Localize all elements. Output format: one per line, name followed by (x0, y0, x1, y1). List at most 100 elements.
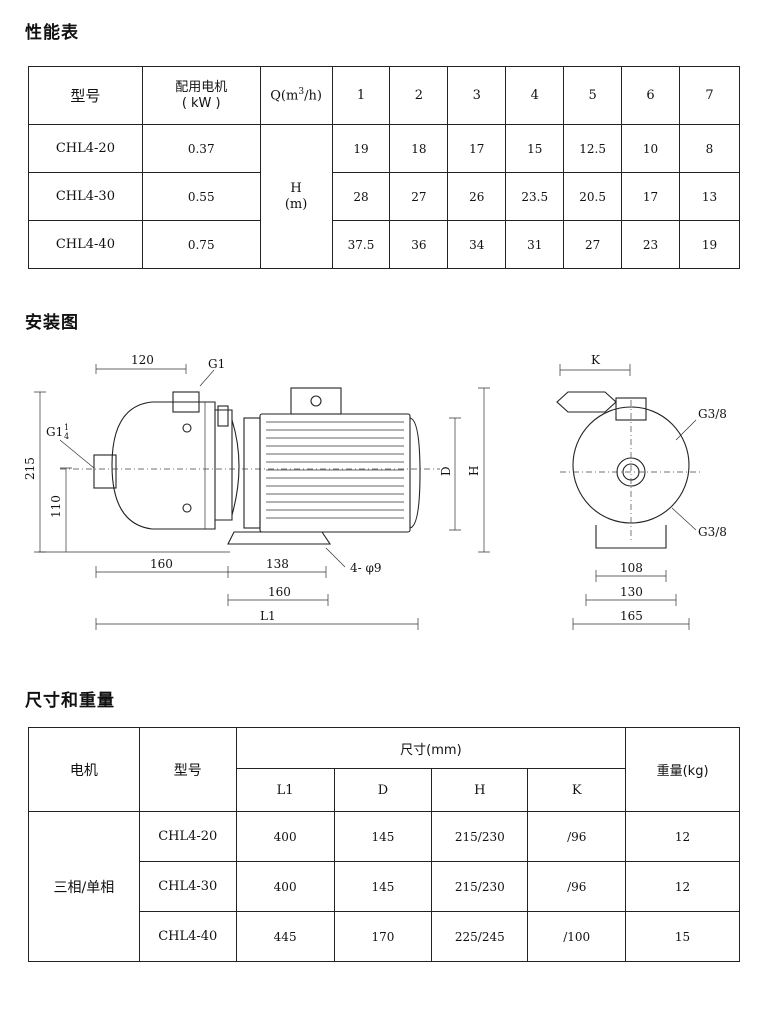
dim-line-110 (60, 467, 72, 552)
table-row: CHL4-30 0.55 28 27 26 23.5 20.5 17 13 (28, 172, 740, 221)
k-cell: /96 (527, 811, 627, 862)
head-cell: 19 (331, 124, 391, 173)
h-cell: 215/230 (431, 861, 529, 912)
h-cell: 225/245 (431, 911, 529, 962)
dim-line-k (559, 364, 631, 376)
dim-l1-label: L1 (260, 609, 276, 623)
motor-body (259, 413, 411, 533)
holes-leader (325, 547, 346, 568)
performance-header-row: 型号 配用电机 ( kW ) Q(m3/h) 1 2 3 4 5 6 7 (28, 66, 740, 125)
drain-plug (182, 503, 192, 513)
flow-col-2: 2 (389, 66, 449, 125)
head-cell: 15 (505, 124, 565, 173)
flow-col-6: 6 (621, 66, 680, 125)
g3-8-bottom-leader (671, 507, 697, 531)
col-d-header: D (333, 768, 433, 812)
g3-8-top-leader (675, 419, 697, 441)
dim-215-label: 215 (23, 457, 37, 480)
end-view (556, 364, 700, 630)
col-h-header: H (431, 768, 529, 812)
section-title-installation: 安装图 (25, 313, 79, 333)
dim-160a-label: 160 (150, 557, 173, 571)
head-cell: 37.5 (331, 220, 391, 269)
flow-header-unit: /h) (304, 88, 322, 104)
head-cell: 17 (447, 124, 507, 173)
performance-table: 型号 配用电机 ( kW ) Q(m3/h) 1 2 3 4 5 6 7 CHL… (28, 66, 740, 269)
inlet-nozzle (93, 454, 117, 489)
g1-leader (199, 369, 215, 387)
motor-power-header-line1: 配用电机 (175, 79, 228, 95)
dim-line-108 (595, 570, 667, 582)
col-l1-header: L1 (235, 768, 335, 812)
dim-line-160b (227, 594, 329, 606)
flow-col-5: 5 (563, 66, 623, 125)
coupling-screw (217, 405, 229, 427)
end-centerlines (560, 400, 700, 540)
dimensions-header-row: 电机 型号 尺寸(mm) 重量(kg) (28, 727, 740, 812)
holes-label: 4- φ9 (350, 561, 382, 575)
head-cell: 20.5 (563, 172, 623, 221)
head-cell: 12.5 (563, 124, 623, 173)
flow-col-7: 7 (679, 66, 740, 125)
model-cell: CHL4-30 (28, 172, 143, 221)
head-cell: 27 (389, 172, 449, 221)
weight-cell: 15 (625, 911, 740, 962)
head-label-line1: H (290, 180, 302, 196)
d-cell: 170 (333, 911, 433, 962)
model-header: 型号 (28, 66, 143, 125)
dim-165-label: 165 (620, 609, 643, 623)
g3-8-bottom-label: G3/8 (698, 525, 727, 539)
weight-cell: 12 (625, 861, 740, 912)
d-cell: 145 (333, 811, 433, 862)
dim-130-label: 130 (620, 585, 643, 599)
motor-end-cap (409, 417, 421, 529)
power-cell: 0.55 (141, 172, 261, 221)
size-group-header: 尺寸(mm) (235, 727, 627, 769)
d-cell: 145 (333, 861, 433, 912)
flow-header-exponent: 3 (298, 87, 305, 98)
head-cell: 10 (621, 124, 680, 173)
cable-gland (310, 395, 322, 407)
model-cell: CHL4-40 (138, 911, 237, 962)
k-cell: /100 (527, 911, 627, 962)
g1-quarter-label: G1 (46, 425, 63, 439)
dim-line-h (478, 387, 490, 553)
model-cell: CHL4-30 (138, 861, 237, 912)
frac-numerator: 1 (64, 423, 69, 432)
pump-casing (111, 401, 216, 530)
dim-120-label: 120 (131, 353, 154, 367)
installation-drawing: 120 G1 G1 1 4 215 110 D H 160 138 4- φ9 … (23, 353, 727, 630)
table-row: CHL4-40 445 170 225/245 /100 15 (29, 911, 740, 962)
dim-line-165 (572, 618, 690, 630)
table-row: 三相/单相 CHL4-20 400 145 215/230 /96 12 (28, 811, 740, 962)
dim-108-label: 108 (620, 561, 643, 575)
head-cell: 34 (447, 220, 507, 269)
l1-cell: 400 (235, 811, 335, 862)
end-outlet-top (556, 391, 617, 413)
model-cell: CHL4-20 (138, 811, 237, 862)
side-view (34, 364, 490, 630)
g1-label: G1 (208, 357, 225, 371)
col-k-header: K (527, 768, 627, 812)
model-cell: CHL4-40 (28, 220, 143, 269)
dimensions-table: 电机 型号 尺寸(mm) 重量(kg) L1 D H K 三相/单相 CHL4-… (28, 727, 740, 962)
head-cell: 31 (505, 220, 565, 269)
g3-8-top-label: G3/8 (698, 407, 727, 421)
dim-160b-label: 160 (268, 585, 291, 599)
dim-h-label: H (467, 466, 481, 476)
l1-cell: 445 (235, 911, 335, 962)
weight-cell: 12 (625, 811, 740, 862)
flow-header: Q(m3/h) (259, 66, 333, 125)
flow-header-label: Q(m (270, 88, 299, 104)
bracket-curve (231, 419, 240, 516)
head-label-cell: H (m) (259, 124, 333, 269)
table-row: CHL4-30 400 145 215/230 /96 12 (29, 861, 740, 912)
dim-138-label: 138 (266, 557, 289, 571)
pump-bracket (215, 409, 233, 521)
vent-plug (182, 423, 192, 433)
k-cell: /96 (527, 861, 627, 912)
section-title-dimensions: 尺寸和重量 (25, 691, 115, 711)
dim-110-label: 110 (49, 495, 63, 518)
table-row: CHL4-40 0.75 37.5 36 34 31 27 23 19 (28, 220, 740, 269)
h-cell: 215/230 (431, 811, 529, 862)
